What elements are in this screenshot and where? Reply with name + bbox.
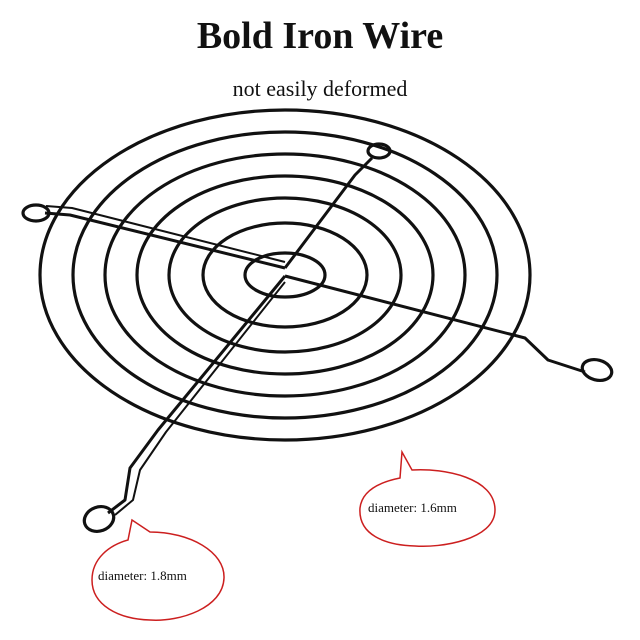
mounting-loop-bottom	[82, 505, 116, 533]
grill-strut-left	[44, 211, 286, 270]
mounting-loop-top	[366, 142, 392, 160]
grill-ring	[201, 221, 369, 329]
callout-bubble-1	[359, 449, 496, 548]
mounting-loops	[21, 142, 614, 533]
page-subtitle: not easily deformed	[232, 76, 408, 101]
grill-ring	[243, 251, 327, 299]
grill-strut-top	[283, 156, 374, 269]
grill-ring	[38, 108, 532, 442]
grill-ring	[135, 174, 435, 376]
grill-struts	[44, 156, 586, 516]
callout-diameter-1-8: diameter: 1.8mm	[98, 568, 187, 583]
grill-ring	[103, 152, 467, 398]
grill-rings	[38, 108, 532, 442]
mounting-loop-left	[21, 203, 51, 223]
callout-bubble-2	[91, 518, 225, 621]
mounting-loop-right	[580, 357, 614, 383]
grill-strut-right	[284, 274, 586, 374]
page-title: Bold Iron Wire	[196, 15, 444, 57]
callout-diameter-1-6: diameter: 1.6mm	[368, 500, 457, 515]
grill-strut-bottom	[107, 275, 287, 515]
grill-ring	[167, 196, 403, 354]
grill-ring	[71, 130, 499, 420]
